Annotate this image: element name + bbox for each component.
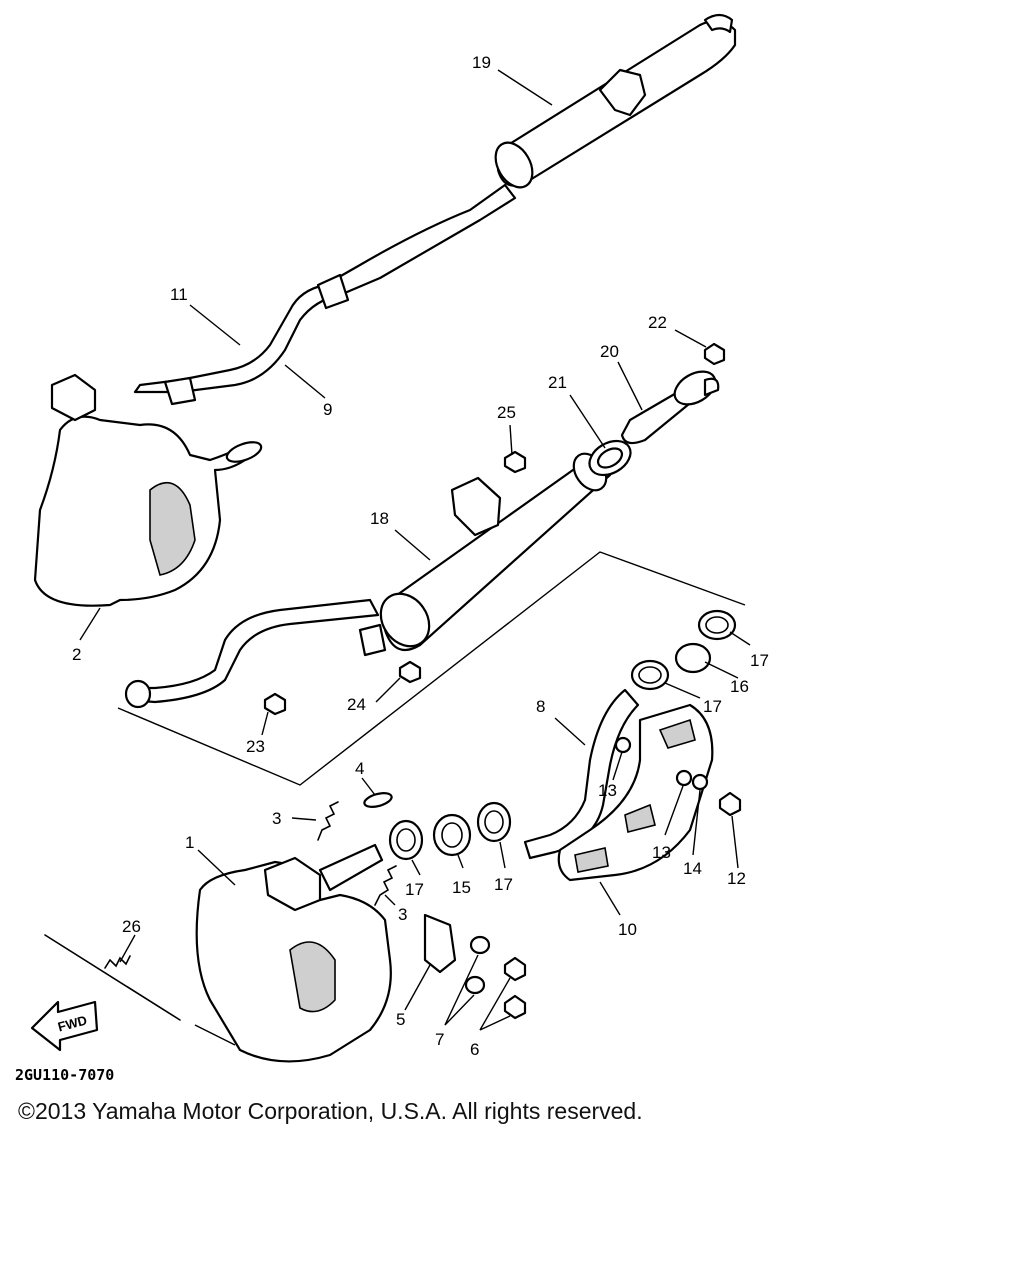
part-21-gasket — [588, 439, 632, 477]
part-16-joint — [674, 642, 712, 674]
part-17-clamp-right — [476, 801, 512, 843]
label-6: 6 — [470, 1040, 479, 1059]
part-6-bolts — [503, 956, 527, 1020]
label-1: 1 — [185, 833, 194, 852]
label-22: 22 — [648, 313, 667, 332]
label-9: 9 — [323, 400, 332, 419]
label-4: 4 — [355, 759, 364, 778]
label-23: 23 — [246, 737, 265, 756]
part-10-protector — [557, 703, 714, 882]
part-25-bolt — [503, 450, 527, 474]
part-17-clamp-left — [388, 819, 424, 861]
part-23-bolt — [263, 692, 287, 716]
label-13a: 13 — [598, 781, 617, 800]
part-17-clamp-top — [697, 609, 737, 641]
forward-arrow-icon: FWD — [30, 1000, 99, 1052]
label-14: 14 — [683, 859, 702, 878]
part-2-expansion-chamber — [33, 373, 263, 607]
part-12-bolt — [718, 791, 742, 817]
part-number-labels: 19 11 9 2 22 20 21 25 18 17 16 17 24 23 … — [72, 53, 769, 1059]
part-15-joint — [432, 813, 472, 857]
label-11: 11 — [170, 285, 188, 304]
label-7: 7 — [435, 1030, 444, 1049]
label-21: 21 — [548, 373, 567, 392]
label-20: 20 — [600, 342, 619, 361]
part-26-spring — [44, 934, 181, 1021]
assembly-outline — [117, 551, 746, 1046]
label-25: 25 — [497, 403, 516, 422]
label-5: 5 — [396, 1010, 405, 1029]
part-19-silencer — [494, 13, 737, 189]
label-17a: 17 — [750, 651, 769, 670]
label-26: 26 — [122, 917, 141, 936]
leader-lines — [79, 69, 751, 1031]
label-16: 16 — [730, 677, 749, 696]
label-17b: 17 — [703, 697, 722, 716]
part-22-bolt — [703, 342, 726, 366]
copyright-notice: ©2013 Yamaha Motor Corporation, U.S.A. A… — [18, 1098, 643, 1124]
label-2: 2 — [72, 645, 81, 664]
label-17d: 17 — [494, 875, 513, 894]
part-20-tail-pipe — [620, 370, 720, 445]
label-8: 8 — [536, 697, 545, 716]
label-3b: 3 — [398, 905, 407, 924]
label-3a: 3 — [272, 809, 281, 828]
label-10: 10 — [618, 920, 637, 939]
part-3-spring-b — [374, 865, 397, 906]
part-1-expansion-chamber — [195, 843, 392, 1063]
part-7-washers — [464, 935, 491, 995]
part-5-bracket — [423, 913, 457, 974]
label-18: 18 — [370, 509, 389, 528]
label-15: 15 — [452, 878, 471, 897]
part-3-spring-a — [317, 801, 339, 841]
part-4-gasket — [363, 792, 393, 808]
label-13b: 13 — [652, 843, 671, 862]
diagram-code: 2GU110-7070 — [15, 1066, 114, 1084]
part-24-bolt — [398, 660, 422, 684]
label-17c: 17 — [405, 880, 424, 899]
fwd-label: FWD — [56, 1012, 88, 1034]
label-12: 12 — [727, 869, 746, 888]
label-19: 19 — [472, 53, 491, 72]
part-13-14-nuts — [614, 736, 709, 791]
label-24: 24 — [347, 695, 366, 714]
part-11-exhaust-pipe — [133, 183, 517, 406]
part-17-clamp-mid — [630, 659, 670, 691]
